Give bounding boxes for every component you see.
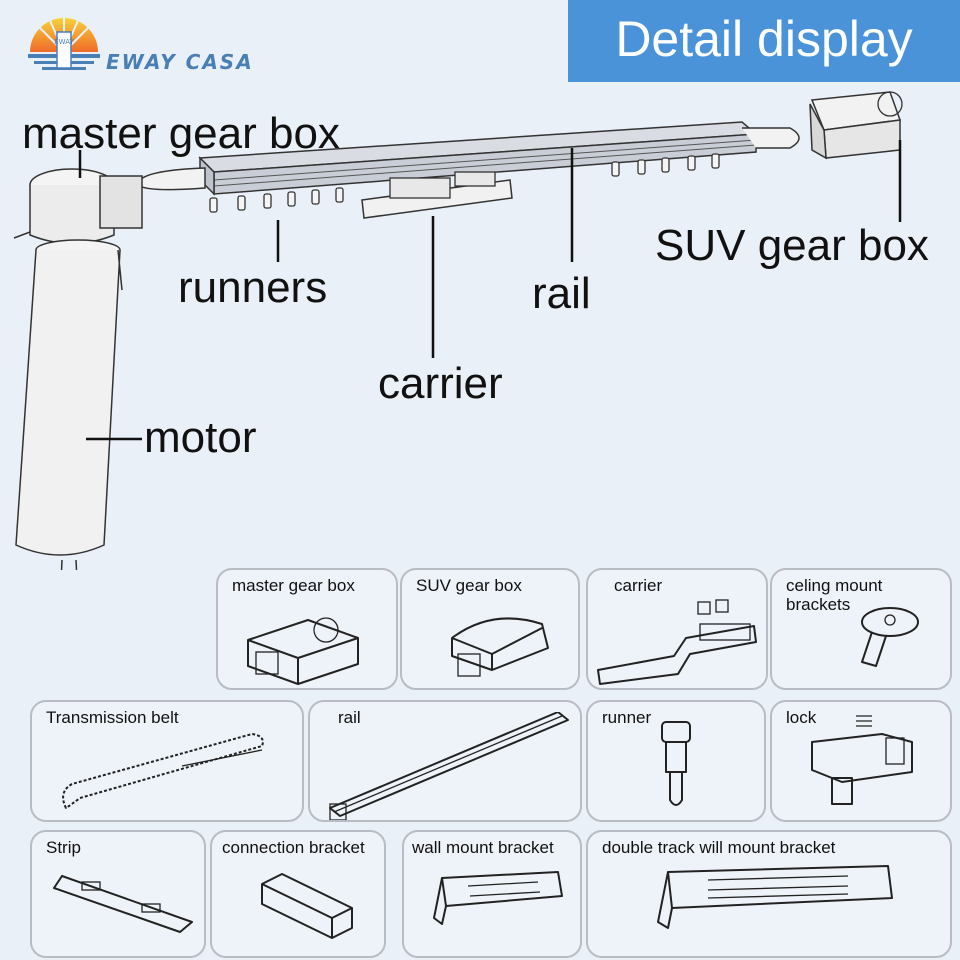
carrier-icon bbox=[597, 599, 757, 685]
part-label: rail bbox=[338, 708, 361, 727]
brand-name: EWAY CASA bbox=[106, 50, 254, 74]
wall-mount-bracket-icon bbox=[433, 871, 563, 925]
part-card-wall-mount-bracket: wall mount bracket bbox=[402, 830, 582, 958]
part-card-strip: Strip bbox=[30, 830, 206, 958]
part-label: Transmission belt bbox=[46, 708, 179, 727]
suv-gear-box-drawing bbox=[809, 91, 903, 160]
part-label: wall mount bracket bbox=[412, 838, 554, 857]
part-card-connection-bracket: connection bracket bbox=[210, 830, 386, 958]
label-runners: runners bbox=[178, 263, 328, 312]
part-card-ceiling-mount-brackets: celing mount brackets bbox=[770, 568, 952, 690]
part-label: carrier bbox=[614, 576, 663, 595]
transmission-belt-icon bbox=[62, 733, 264, 809]
double-track-bracket-icon bbox=[657, 865, 893, 929]
curtain-track-illustration bbox=[13, 91, 903, 570]
label-suv-gear-box: SUV gear box bbox=[655, 221, 929, 270]
part-card-rail: rail bbox=[308, 700, 582, 822]
label-motor: motor bbox=[144, 413, 257, 462]
part-label: master gear box bbox=[232, 576, 355, 595]
part-label: connection bracket bbox=[222, 838, 365, 857]
belt-drawing bbox=[139, 127, 800, 191]
runners-drawing bbox=[209, 153, 720, 213]
part-label: lock bbox=[786, 708, 817, 727]
lock-icon bbox=[811, 715, 913, 805]
connection-bracket-icon bbox=[261, 873, 353, 939]
label-carrier: carrier bbox=[378, 359, 503, 408]
part-card-master-gear-box: master gear box bbox=[216, 568, 398, 690]
part-card-runner: runner bbox=[586, 700, 766, 822]
rail-icon bbox=[329, 712, 569, 820]
rail-drawing bbox=[198, 121, 758, 196]
master-gear-box-drawing bbox=[13, 168, 143, 245]
motor-drawing bbox=[15, 239, 123, 570]
part-label: runner bbox=[602, 708, 652, 727]
label-rail: rail bbox=[532, 269, 591, 318]
ceiling-bracket-icon bbox=[861, 607, 919, 667]
sun-logo-icon: EWAY bbox=[28, 14, 100, 70]
master-gear-box-icon bbox=[247, 617, 359, 685]
part-label: celing mount brackets bbox=[786, 576, 883, 614]
page-title-banner: Detail display bbox=[568, 0, 960, 82]
carrier-drawing bbox=[361, 171, 513, 219]
part-card-lock: lock bbox=[770, 700, 952, 822]
part-card-double-track-wall-mount-bracket: double track will mount bracket bbox=[586, 830, 952, 958]
part-card-transmission-belt: Transmission belt bbox=[30, 700, 304, 822]
label-master-gear-box: master gear box bbox=[22, 109, 340, 158]
part-card-carrier: carrier bbox=[586, 568, 768, 690]
brand-logo: EWAY EWAY CASA bbox=[24, 6, 314, 76]
suv-gear-box-icon bbox=[451, 617, 549, 677]
part-label: Strip bbox=[46, 838, 81, 857]
leader-lines bbox=[78, 140, 902, 441]
logo-mark: EWAY bbox=[54, 38, 74, 46]
part-label: double track will mount bracket bbox=[602, 838, 836, 857]
runner-icon bbox=[661, 721, 691, 806]
part-label: SUV gear box bbox=[416, 576, 522, 595]
part-card-suv-gear-box: SUV gear box bbox=[400, 568, 580, 690]
strip-icon bbox=[53, 875, 193, 933]
